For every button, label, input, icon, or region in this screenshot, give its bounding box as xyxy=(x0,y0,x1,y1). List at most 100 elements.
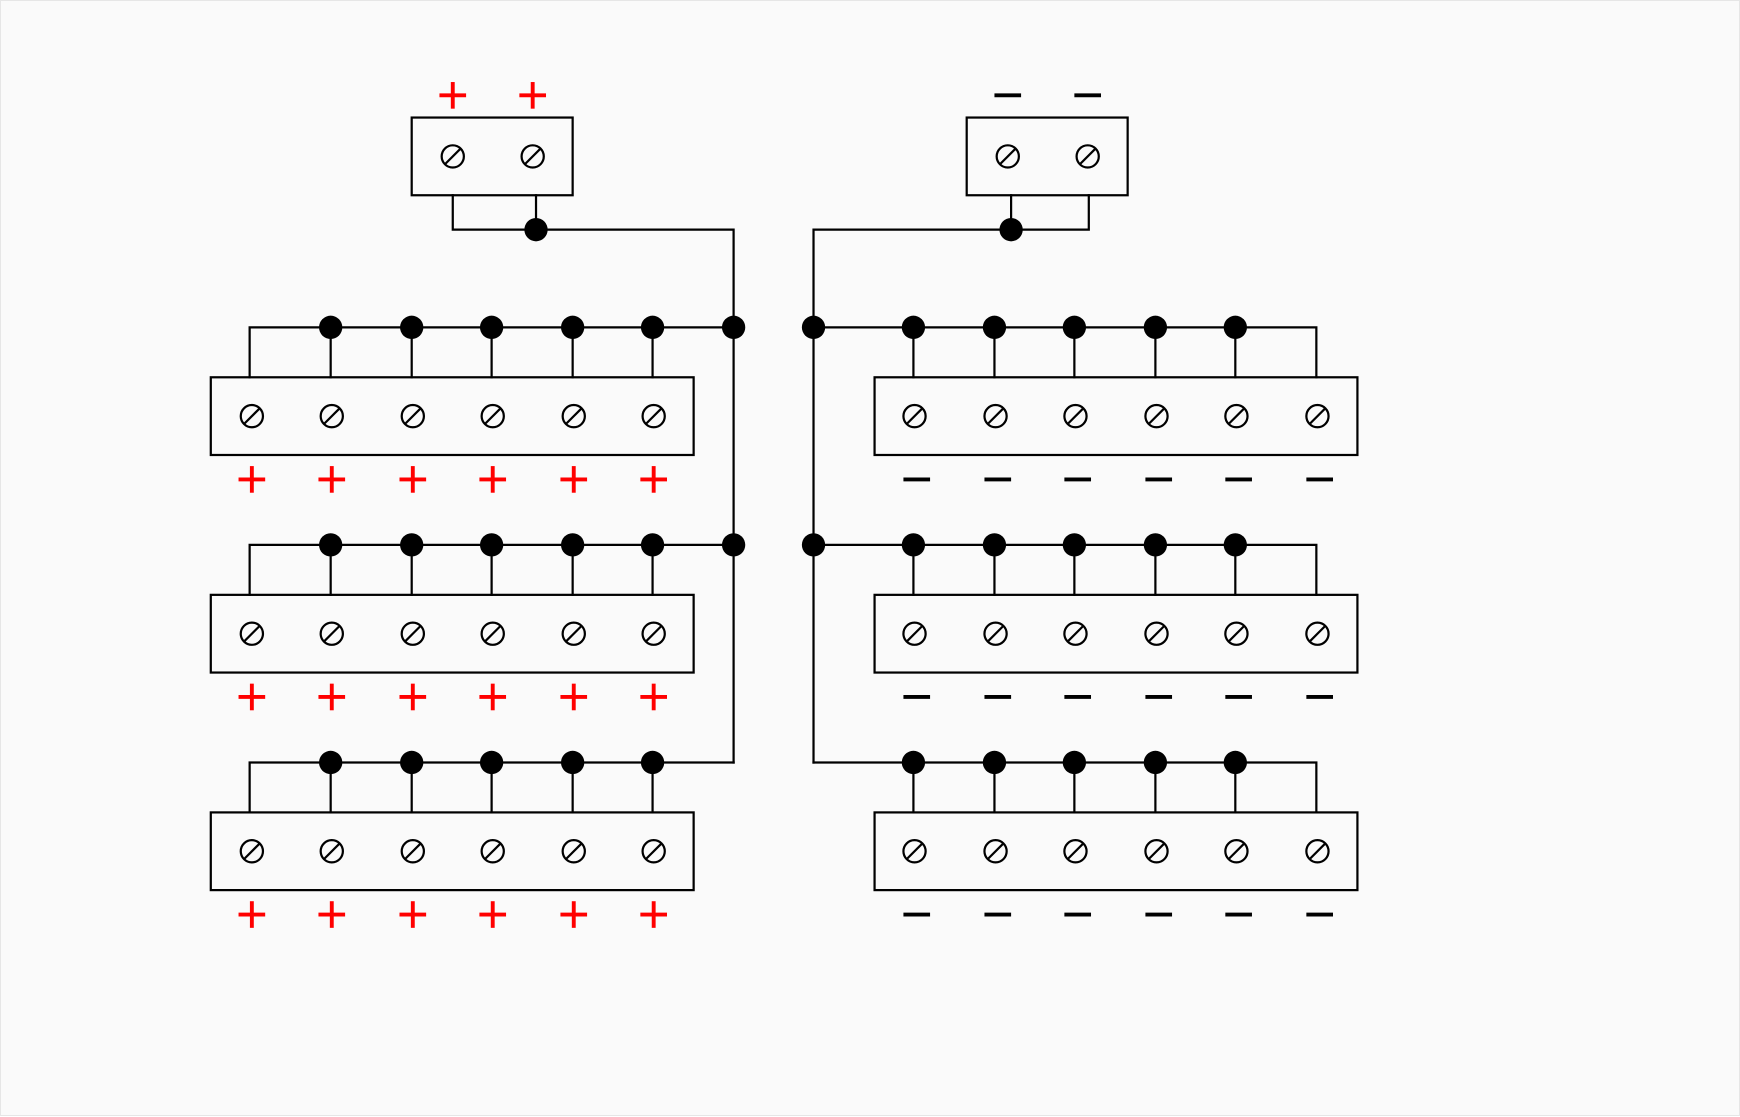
screw-terminal-icon xyxy=(1075,144,1100,169)
screw-terminal-icon xyxy=(239,403,265,429)
screw-head xyxy=(239,403,265,429)
junction-dot xyxy=(400,533,424,557)
screw-head xyxy=(561,621,586,646)
input-terminal-symbol xyxy=(439,82,467,109)
junction-dot xyxy=(1062,750,1087,775)
output-terminal-symbol xyxy=(640,901,668,928)
screw-slot xyxy=(1079,148,1096,165)
screw-terminal-icon xyxy=(1305,621,1330,646)
neg-block-3-bus-wire xyxy=(812,761,1318,814)
screw-head xyxy=(561,839,586,864)
screw-head xyxy=(1063,403,1088,429)
screw-slot xyxy=(243,843,260,860)
screw-head xyxy=(902,621,927,646)
screw-terminal-icon xyxy=(983,839,1008,864)
output-terminal-symbol xyxy=(238,683,266,711)
screw-head xyxy=(641,839,666,864)
screw-terminal-icon xyxy=(983,403,1008,429)
screw-slot xyxy=(565,625,582,642)
neg-block-1-bus-wire xyxy=(812,326,1318,379)
positive-trunk-wire xyxy=(451,194,735,764)
junction-dot xyxy=(640,750,665,775)
screw-head xyxy=(1224,403,1249,429)
screw-slot xyxy=(906,408,923,425)
screw-slot xyxy=(1228,408,1245,425)
screw-slot xyxy=(243,625,260,642)
screw-head xyxy=(1305,403,1330,429)
screw-head xyxy=(995,144,1020,169)
screw-terminal-icon xyxy=(995,144,1020,169)
screw-terminal-icon xyxy=(319,621,344,646)
junction-dot xyxy=(1062,533,1087,557)
screw-head xyxy=(319,621,344,646)
screw-terminal-icon xyxy=(239,621,265,646)
screw-slot xyxy=(1309,408,1326,425)
screw-terminal-icon xyxy=(520,144,545,169)
junction-dot xyxy=(524,218,548,242)
screw-head xyxy=(319,403,344,429)
junction-dot xyxy=(319,315,343,339)
output-terminal-symbol xyxy=(560,466,588,493)
output-terminal-symbol xyxy=(399,683,427,711)
screw-terminal-icon xyxy=(239,839,265,864)
output-terminal-symbol xyxy=(318,466,346,493)
input-positive-housing xyxy=(410,116,574,197)
screw-terminal-icon xyxy=(1224,621,1249,646)
screw-slot xyxy=(906,843,923,860)
junction-dot xyxy=(560,750,585,775)
junction-dot xyxy=(400,750,424,775)
screw-slot xyxy=(1148,843,1165,860)
junction-dot xyxy=(982,533,1007,557)
screw-slot xyxy=(444,148,461,165)
screw-head xyxy=(1144,403,1169,429)
negative-trunk-wire xyxy=(812,194,1090,764)
screw-terminal-icon xyxy=(641,403,666,429)
junction-dot xyxy=(901,315,926,339)
screw-terminal-icon xyxy=(1144,621,1169,646)
screw-head xyxy=(1075,144,1100,169)
screw-slot xyxy=(1067,843,1084,860)
screw-slot xyxy=(987,843,1004,860)
junction-dot xyxy=(1143,750,1168,775)
screw-head xyxy=(440,144,465,169)
screw-terminal-icon xyxy=(641,621,666,646)
screw-terminal-icon xyxy=(1224,839,1249,864)
screw-terminal-icon xyxy=(561,403,586,429)
neg-block-1-housing xyxy=(873,376,1359,457)
screw-terminal-icon xyxy=(561,839,586,864)
screw-terminal-icon xyxy=(902,403,927,429)
junction-dot xyxy=(801,315,826,339)
screw-head xyxy=(480,839,505,864)
screw-slot xyxy=(404,843,421,860)
screw-slot xyxy=(404,625,421,642)
output-terminal-symbol xyxy=(399,901,427,928)
screw-slot xyxy=(243,408,260,425)
screw-head xyxy=(641,621,666,646)
neg-block-3-housing xyxy=(873,811,1359,892)
input-terminal-symbol xyxy=(519,82,547,109)
screw-head xyxy=(480,621,505,646)
junction-dot xyxy=(560,315,585,339)
screw-slot xyxy=(645,843,662,860)
junction-dot xyxy=(801,533,826,557)
screw-terminal-icon xyxy=(1305,403,1330,429)
screw-slot xyxy=(1148,408,1165,425)
screw-slot xyxy=(565,408,582,425)
pos-block-3-housing xyxy=(209,811,695,892)
screw-slot xyxy=(999,148,1016,165)
screw-head xyxy=(239,621,265,646)
pos-block-2-housing xyxy=(209,593,695,674)
screw-head xyxy=(1224,839,1249,864)
screw-terminal-icon xyxy=(400,403,426,429)
screw-slot xyxy=(1228,625,1245,642)
screw-slot xyxy=(645,625,662,642)
screw-slot xyxy=(1067,625,1084,642)
screw-slot xyxy=(323,408,340,425)
screw-head xyxy=(480,403,505,429)
output-terminal-symbol xyxy=(238,901,266,928)
output-terminal-symbol xyxy=(640,466,668,493)
junction-dot xyxy=(982,750,1007,775)
screw-slot xyxy=(645,408,662,425)
output-terminal-symbol xyxy=(479,901,507,928)
screw-slot xyxy=(906,625,923,642)
